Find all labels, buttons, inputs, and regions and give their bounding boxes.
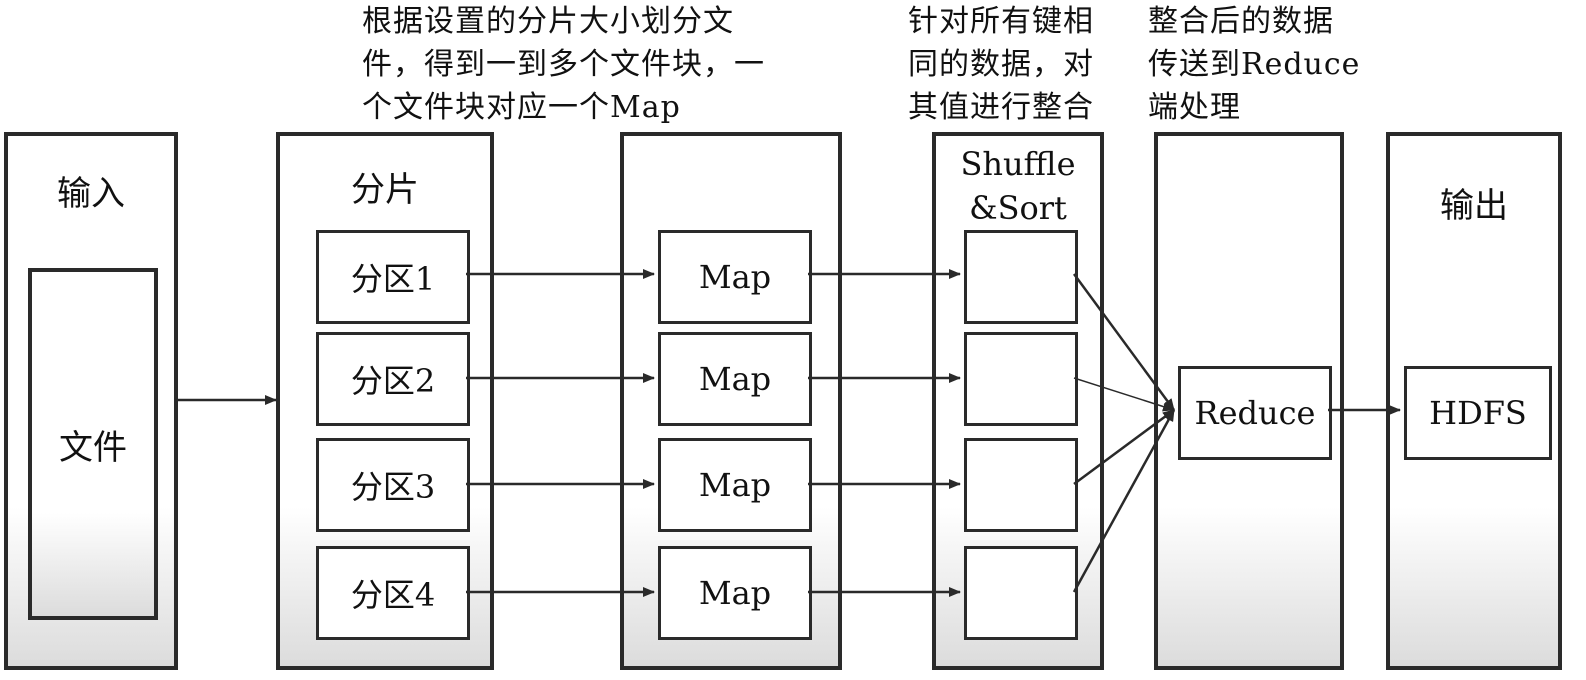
reduce-note-line-1: 整合后的数据 — [1148, 4, 1334, 39]
map-box-4: Map — [658, 546, 812, 640]
split-note: 根据设置的分片大小划分文 件，得到一到多个文件块，一 个文件块对应一个Map — [362, 0, 765, 129]
map-label-2: Map — [698, 360, 772, 398]
shuffle-note-line-1: 针对所有键相 — [908, 4, 1094, 39]
reduce-label: Reduce — [1194, 394, 1316, 432]
file-box: 文件 — [28, 268, 158, 620]
split-note-line-1: 根据设置的分片大小划分文 — [362, 4, 734, 39]
file-label: 文件 — [59, 427, 127, 468]
arrow-shuffle4-to-reduce — [1072, 409, 1176, 593]
shuffle-box-2 — [964, 332, 1078, 426]
output-title: 输出 — [1440, 186, 1508, 226]
shuffle-box-4 — [964, 546, 1078, 640]
shuffle-note: 针对所有键相 同的数据，对 其值进行整合 — [908, 0, 1094, 129]
partition-box-2: 分区2 — [316, 332, 470, 426]
map-label-3: Map — [698, 466, 772, 504]
hdfs-label: HDFS — [1429, 394, 1527, 432]
partition-box-1: 分区1 — [316, 230, 470, 324]
shuffle-box-3 — [964, 438, 1078, 532]
map-label-1: Map — [698, 258, 772, 296]
shuffle-column: Shuffle &Sort — [932, 132, 1104, 670]
map-label-4: Map — [698, 574, 772, 612]
map-box-3: Map — [658, 438, 812, 532]
partition-label-4: 分区4 — [350, 576, 436, 614]
output-column: 输出 HDFS — [1386, 132, 1562, 670]
input-column: 输入 文件 — [4, 132, 178, 670]
split-title: 分片 — [351, 170, 419, 210]
shuffle-title-line-1: Shuffle — [960, 145, 1076, 183]
input-title: 输入 — [57, 174, 125, 214]
arrow-shuffle1-to-reduce — [1072, 273, 1176, 411]
reduce-note: 整合后的数据 传送到Reduce 端处理 — [1148, 0, 1360, 129]
reduce-note-line-2: 传送到Reduce — [1148, 47, 1361, 82]
shuffle-note-line-2: 同的数据，对 — [908, 47, 1094, 82]
arrow-shuffle3-to-reduce — [1073, 408, 1175, 486]
arrow-shuffle2-to-reduce — [1073, 377, 1175, 412]
shuffle-title-line-2: &Sort — [969, 189, 1067, 227]
partition-label-1: 分区1 — [350, 260, 436, 298]
split-note-line-2: 件，得到一到多个文件块，一 — [362, 47, 765, 82]
partition-label-3: 分区3 — [350, 468, 436, 506]
hdfs-box: HDFS — [1404, 366, 1552, 460]
reduce-column: Reduce — [1154, 132, 1344, 670]
partition-box-3: 分区3 — [316, 438, 470, 532]
shuffle-box-1 — [964, 230, 1078, 324]
map-box-1: Map — [658, 230, 812, 324]
partition-label-2: 分区2 — [350, 362, 436, 400]
reduce-box: Reduce — [1178, 366, 1332, 460]
map-column: Map Map Map Map — [620, 132, 842, 670]
split-note-line-3: 个文件块对应一个Map — [362, 90, 681, 125]
shuffle-note-line-3: 其值进行整合 — [908, 90, 1094, 125]
reduce-note-line-3: 端处理 — [1148, 90, 1241, 125]
